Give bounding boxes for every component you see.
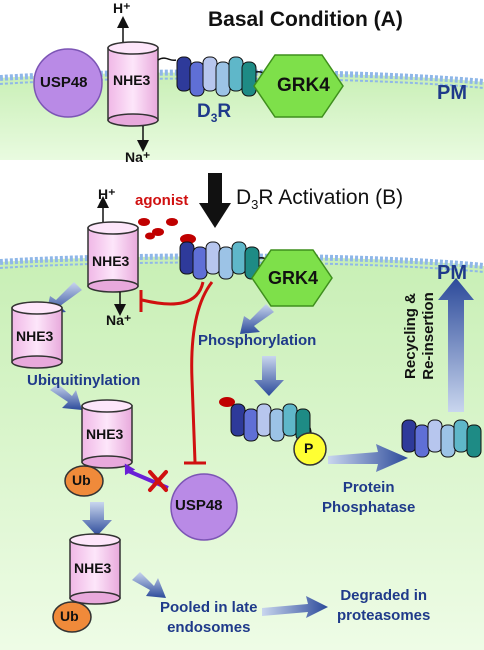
nhe3-transporter-b <box>87 221 139 293</box>
phosphate-tag <box>293 432 327 466</box>
usp48-protein-a <box>33 48 103 118</box>
protein-phosphatase-label: Protein Phosphatase <box>322 479 416 516</box>
grk4-label-b: GRK4 <box>268 268 319 288</box>
p-label: P <box>304 440 314 456</box>
d3r-receptor-b <box>179 234 277 280</box>
nhe3-label-a: NHE3 <box>113 72 151 88</box>
grk4-kinase-b <box>251 249 333 307</box>
arrow-to-degraded <box>262 596 328 618</box>
grk4-kinase-a <box>253 54 344 118</box>
na-ion-label-a: Na⁺ <box>125 149 151 165</box>
ubiquitinylation-label: Ubiquitinylation <box>27 372 141 389</box>
arrow-to-endosome <box>82 502 112 536</box>
nhe3-label-ubiquitinated: NHE3 <box>86 426 124 442</box>
usp48-label-a: USP48 <box>40 74 88 91</box>
nhe3-label-b: NHE3 <box>92 253 130 269</box>
ub-label-1: Ub <box>72 472 91 488</box>
arrow-to-ubiquitinylated <box>50 384 82 410</box>
na-ion-label-b: Na⁺ <box>106 312 132 328</box>
nhe3-label-pooled: NHE3 <box>74 560 112 576</box>
activation-arrow <box>199 173 231 228</box>
h-ion-label-b: H⁺ <box>98 186 116 202</box>
blocked-x-mark <box>148 470 168 492</box>
pm-label-a: PM <box>437 82 467 104</box>
panel-a-title: Basal Condition (A) <box>208 8 403 31</box>
arrow-reinsertion-up <box>438 278 474 412</box>
arrow-to-recycling <box>328 444 408 472</box>
inhibit-usp48-line <box>190 281 214 463</box>
ubiquitin-tag-2 <box>52 601 92 633</box>
panel-b <box>0 196 484 650</box>
ubiquitin-tag-1 <box>64 465 104 497</box>
nhe3-internalized <box>11 301 63 369</box>
usp48-protein-b <box>170 473 238 541</box>
nhe3-pooled <box>69 533 121 605</box>
phosphorylation-label: Phosphorylation <box>198 332 317 349</box>
inhibit-nhe3-line <box>141 281 205 306</box>
d3r-recycled <box>401 419 482 458</box>
arrow-grk4-to-phosphorylation <box>240 304 274 334</box>
degraded-label: Degraded in proteasomes <box>337 587 431 624</box>
recycling-label: Recycling & Re-insertion <box>402 292 437 380</box>
d3r-label-a: D3R <box>197 101 232 125</box>
panel-b-title: D3R Activation (B) <box>236 186 404 213</box>
arrow-phosphorylation-down <box>254 356 284 396</box>
cell-region-b <box>0 256 484 650</box>
h-ion-label-a: H⁺ <box>113 0 131 16</box>
d3r-receptor-a <box>176 56 275 97</box>
arrow-to-pooled-label <box>132 572 166 598</box>
pm-label-b: PM <box>437 262 467 284</box>
panel-a <box>0 16 484 160</box>
nhe3-ubiquitinated <box>81 399 133 469</box>
agonist-label: agonist <box>135 192 189 209</box>
pooled-label: Pooled in late endosomes <box>160 599 258 636</box>
nhe3-label-internalized: NHE3 <box>16 328 54 344</box>
nhe3-transporter-a <box>107 41 159 127</box>
usp48-label-b: USP48 <box>175 497 223 514</box>
ub-label-2: Ub <box>60 608 79 624</box>
grk4-label-a: GRK4 <box>277 75 330 96</box>
agonist-molecules <box>138 218 178 240</box>
